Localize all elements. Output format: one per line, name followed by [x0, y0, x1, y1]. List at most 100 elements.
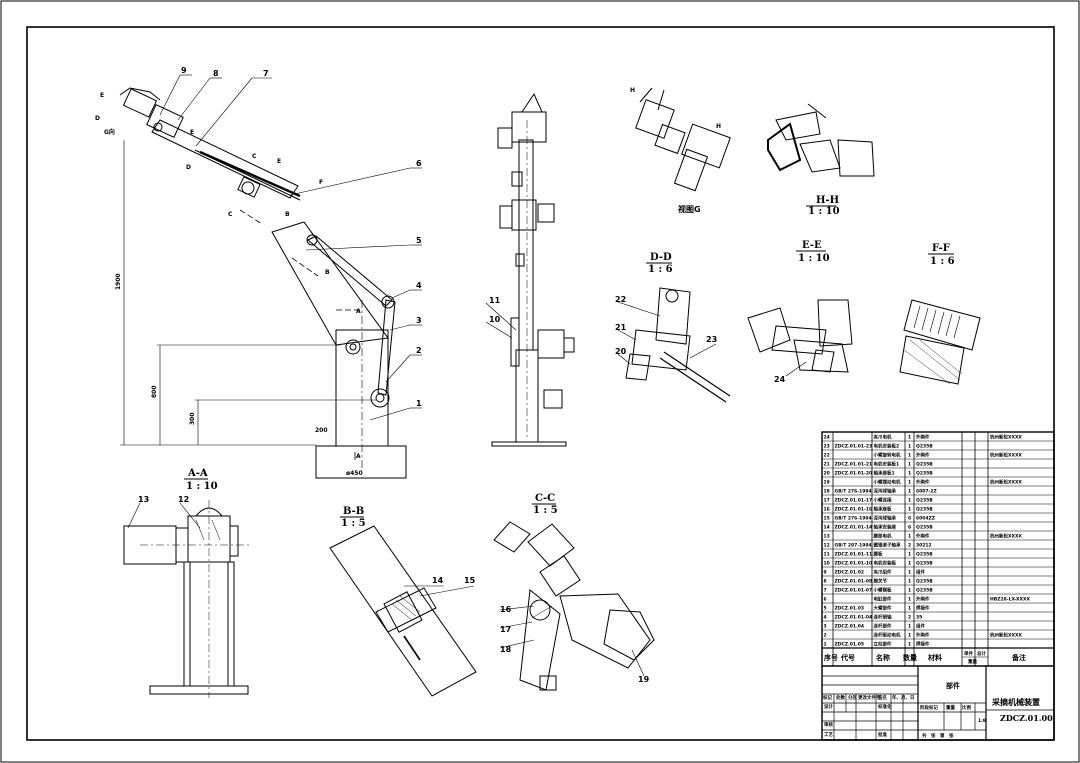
bom-cell: 连杆部件 — [874, 623, 892, 630]
bom-cell: 1 — [908, 624, 911, 630]
callout-24: 24 — [774, 375, 786, 384]
callout-4: 4 — [416, 281, 422, 290]
bom-cell: 轴承安装座 — [874, 524, 897, 531]
bom-cell: 电缸部件 — [874, 596, 892, 603]
bom-cell: 连杆销轴 — [874, 614, 892, 621]
bom-cell: Q235B — [916, 525, 933, 531]
tb-wt: 重量 — [946, 704, 955, 711]
bom-cell: 15 — [824, 516, 830, 522]
bom-cell: GB/T 276-1994 — [835, 489, 872, 495]
view-aa-scale: 1 : 10 — [186, 481, 218, 492]
bom-cell: 杭州新松XXXX — [990, 452, 1022, 459]
bom-cell: 10 — [824, 561, 830, 567]
view-dd-scale: 1 : 6 — [648, 264, 673, 275]
view-cc-scale: 1 : 5 — [533, 505, 558, 516]
tb-scale: 1:8 — [978, 718, 986, 724]
bom-cell: 24 — [824, 435, 830, 441]
section-cc-view — [493, 521, 655, 691]
bom-cell: 2 — [824, 633, 827, 639]
bom-cell: 7 — [824, 588, 827, 594]
bom-cell: 5 — [824, 606, 827, 612]
bom-cell: 9 — [824, 570, 827, 576]
bom-cell: 6 — [908, 516, 911, 522]
section-mark-g: G向 — [104, 128, 115, 136]
bom-cell: 焊接件 — [916, 641, 930, 648]
tb-date: 年、月、日 — [892, 694, 915, 701]
tb-sign: 签名 — [877, 694, 887, 701]
bom-cell: 连杆驱动电机 — [874, 632, 901, 639]
bom-cell: Q235B — [916, 561, 933, 567]
bom-cell: ZDCZ.01.01-04 — [835, 615, 873, 621]
view-g — [635, 87, 731, 192]
bom-cell: ZDCZ.01.01-20 — [835, 471, 873, 477]
bom-cell: 21 — [824, 462, 830, 468]
bom-cell: 4 — [824, 615, 827, 621]
section-ee-view — [747, 299, 853, 373]
bom-head-name: 名称 — [876, 653, 890, 662]
bom-head-total-wt: 总计 — [977, 650, 986, 657]
bom-cell: 11 — [824, 552, 830, 558]
section-dd-view — [625, 287, 731, 403]
bom-cell: 外购件 — [916, 533, 930, 540]
callout-16: 16 — [500, 605, 512, 614]
callout-9: 9 — [181, 66, 187, 75]
bom-cell: 2 — [908, 543, 911, 549]
tb-drawing-name: 采摘机械装置 — [991, 697, 1040, 707]
bom-cell: 1 — [908, 561, 911, 567]
tb-doc: 更改文件号 — [858, 694, 881, 701]
bom-cell: 1 — [908, 588, 911, 594]
bom-cell: ZDCZ.01.01-17 — [835, 498, 873, 504]
bom-cell: 深沟球轴承 — [874, 488, 897, 495]
bom-cell: ZDCZ.01.01-21 — [835, 462, 873, 468]
view-aa-label: A-A — [187, 468, 208, 479]
bom-cell: 1 — [908, 642, 911, 648]
section-aa-view — [123, 500, 250, 698]
inner-frame — [26, 26, 1055, 741]
bom-cell: 腰部电机 — [874, 533, 892, 540]
bom-cell: 1 — [908, 570, 911, 576]
bom-cell: 1 — [824, 642, 827, 648]
bom-cell: 1 — [908, 552, 911, 558]
bom-cell: 轴承座板1 — [874, 470, 895, 477]
tb-process: 工艺 — [824, 731, 833, 738]
bom-cell: 30212 — [916, 543, 932, 549]
bom-cell: 小臂连接 — [874, 497, 892, 504]
bom-cell: 腰板 — [874, 551, 883, 558]
bom-cell: 杭州新松XXXX — [990, 632, 1022, 639]
bom-cell: Q235B — [916, 462, 933, 468]
bom-cell: 外购件 — [916, 596, 930, 603]
callout-5: 5 — [416, 236, 422, 245]
callout-10: 10 — [489, 315, 501, 324]
title-block — [822, 666, 1054, 740]
bom-cell: 1 — [908, 480, 911, 486]
bom-cell: 杭州新松XXXX — [990, 479, 1022, 486]
bom-cell: 16 — [824, 507, 830, 513]
section-ff-view — [899, 299, 981, 385]
leader-24 — [785, 361, 807, 377]
callout-3: 3 — [416, 316, 422, 325]
bom-cell: 深沟球轴承 — [874, 515, 897, 522]
section-mark-e: E — [100, 92, 104, 99]
bom-cell: 小臂摆动电机 — [874, 479, 901, 486]
bom-cell: 6 — [824, 597, 827, 603]
bom-cell: 19 — [824, 480, 830, 486]
bom-cell: ZDCZ.01.01-08 — [835, 579, 873, 585]
bom-cell: ZDCZ.01.03 — [835, 606, 865, 612]
section-mark-c: C — [252, 153, 257, 160]
bom-cell: 杭州新松XXXX — [990, 533, 1022, 540]
tb-zone: 分区 — [848, 694, 857, 701]
bom-cell: 电机安装板2 — [874, 443, 900, 450]
bom-cell: ZDCZ.01.02 — [835, 570, 865, 576]
view-ee-label: E-E — [802, 240, 822, 251]
bom-cell: HBZ28-LX-XXXX — [990, 597, 1030, 603]
tb-stage: 阶段标记 — [920, 704, 938, 711]
tb-mark: 标记 — [822, 694, 832, 701]
callout-7: 7 — [263, 69, 269, 78]
bom-head-remark: 备注 — [1011, 653, 1026, 662]
bom-cell: 1 — [908, 597, 911, 603]
tb-design: 设计 — [824, 703, 833, 710]
bom-cell: 1 — [908, 453, 911, 459]
bom-cell: ZDCZ.01.01-10 — [835, 561, 873, 567]
bom-cell: 35 — [916, 615, 922, 621]
callout-13: 13 — [138, 495, 149, 504]
